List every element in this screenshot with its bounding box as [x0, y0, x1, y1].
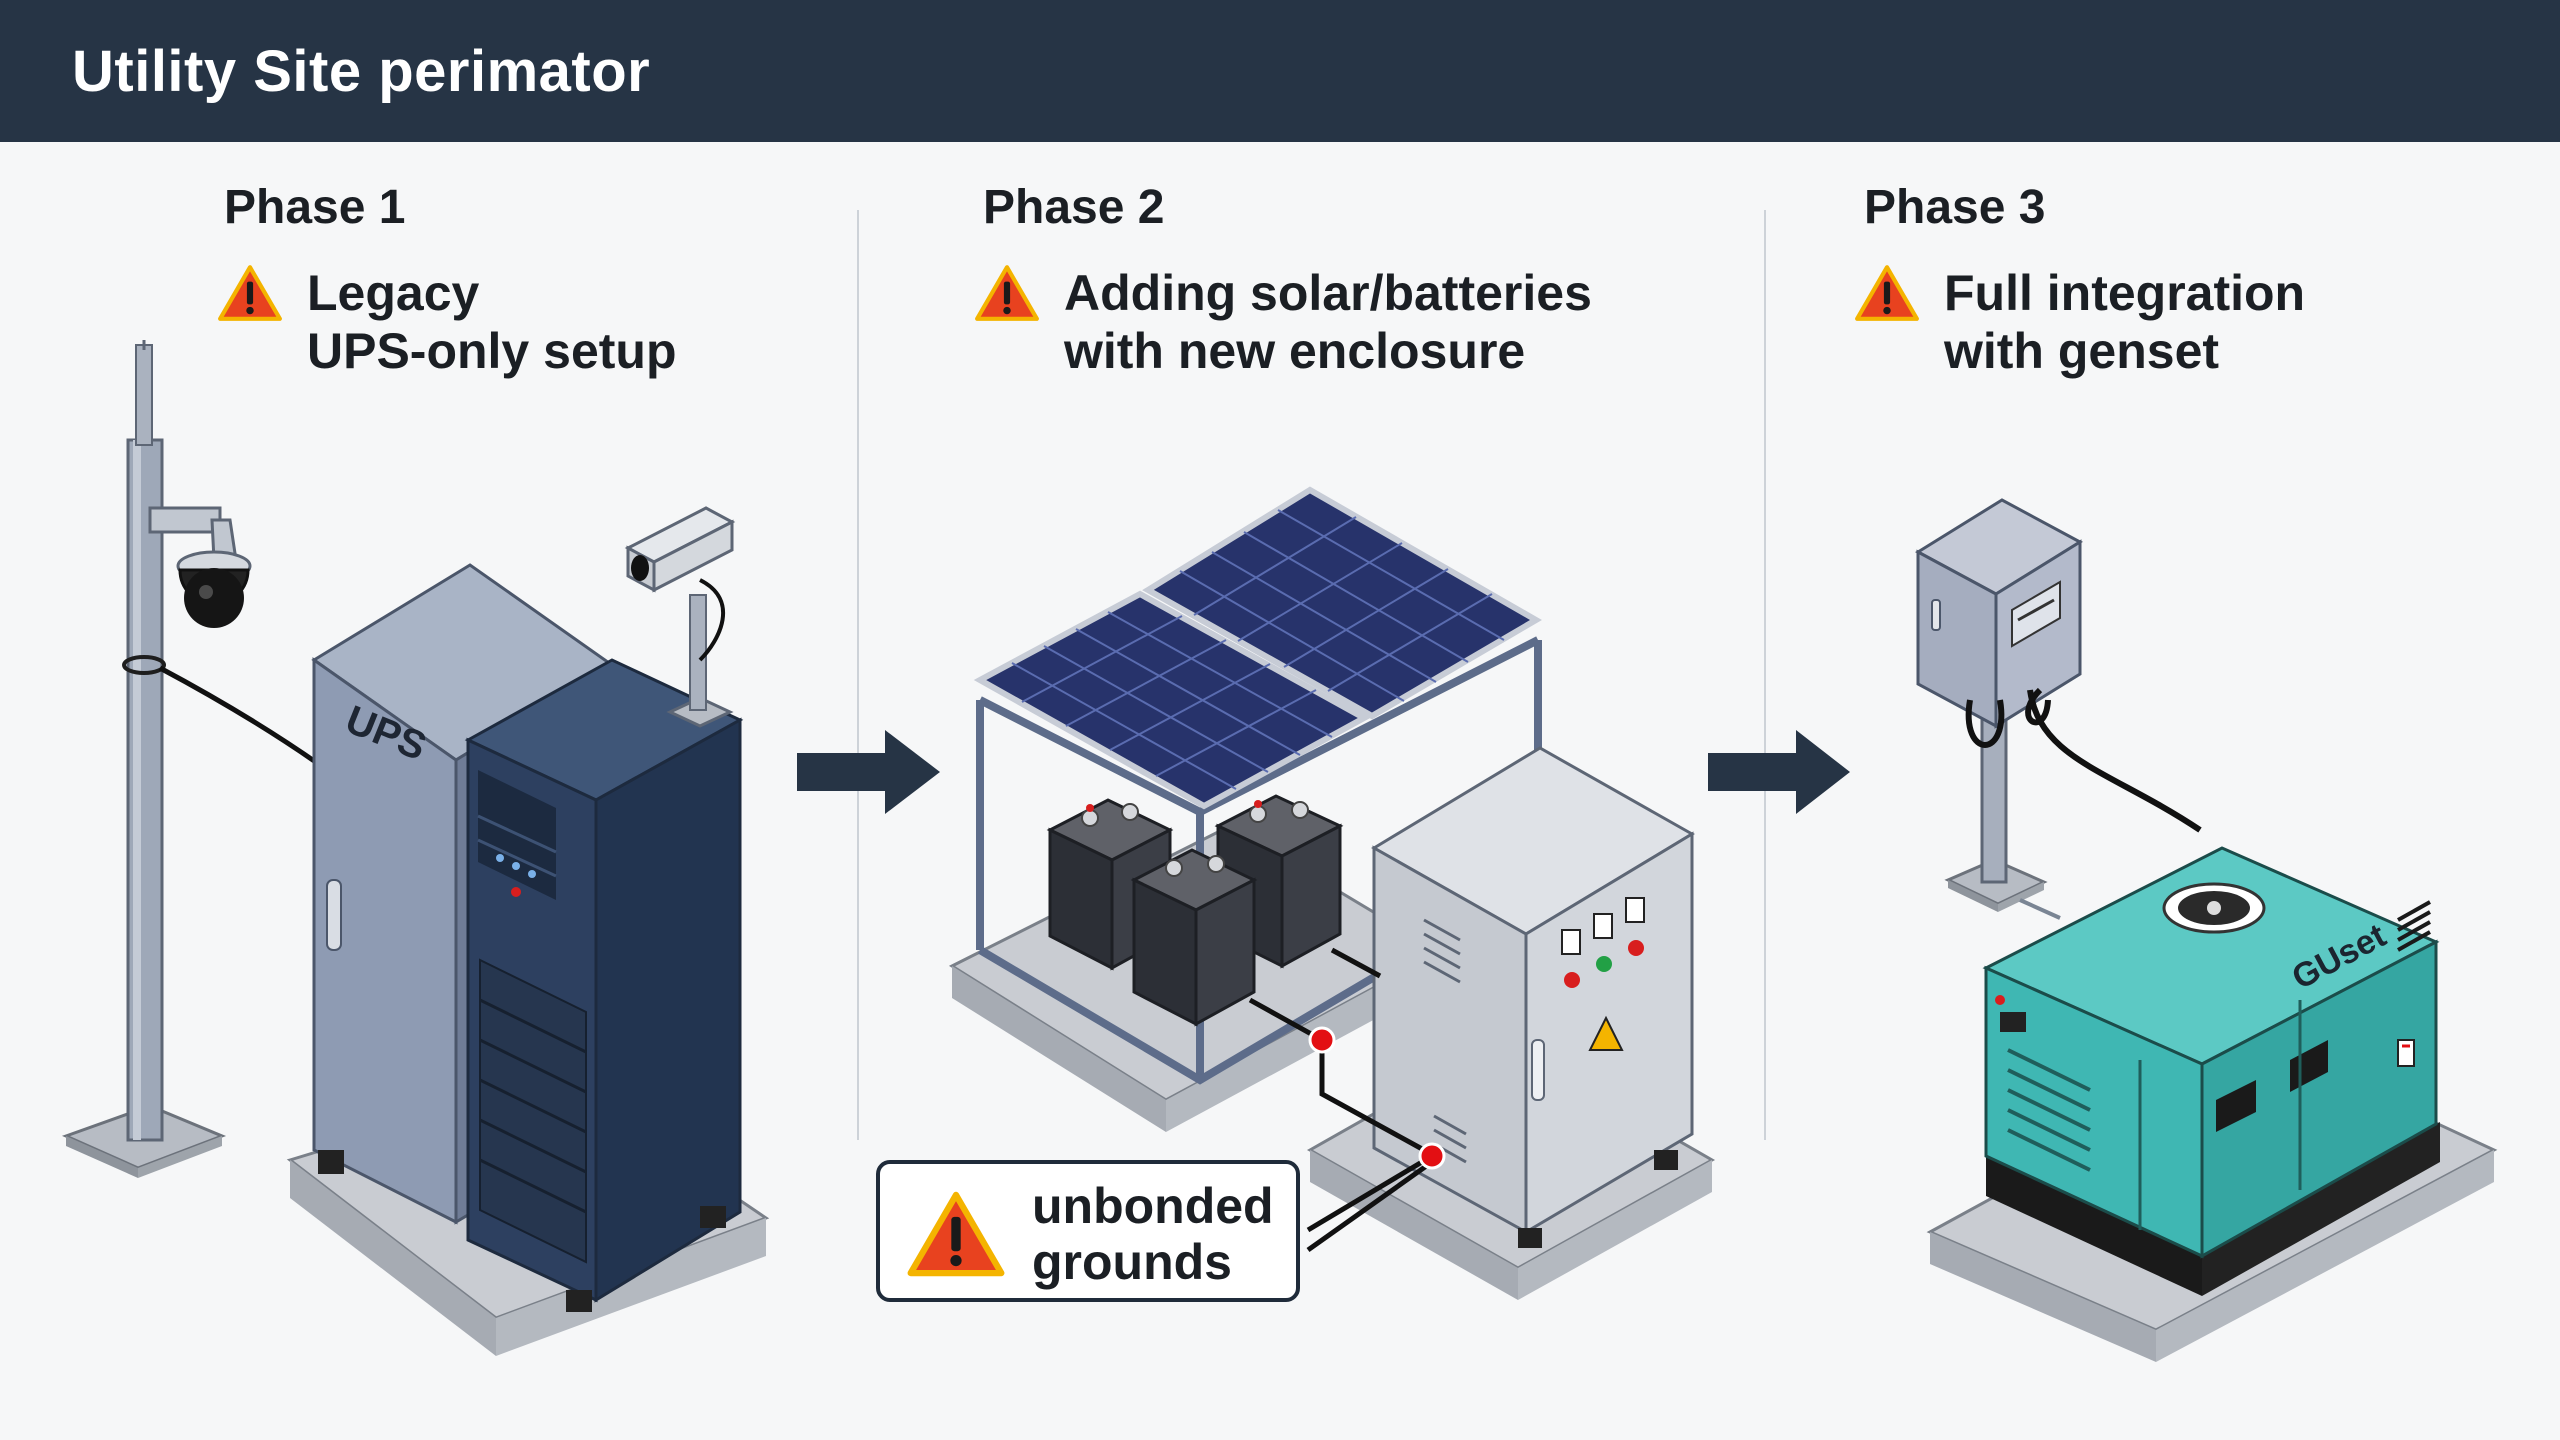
callout-line-1: unbonded [1032, 1178, 1274, 1234]
phase-2-description: Adding solar/batteries with new enclosur… [1064, 264, 1592, 380]
arrow-right-icon [797, 730, 940, 814]
generator-set: GUset [1982, 846, 2440, 1296]
new-electrical-enclosure [1371, 746, 1695, 1248]
camera-cable [158, 665, 322, 768]
fault-point-marker [1308, 1026, 1336, 1054]
phase-3-label: Phase 3 [1864, 181, 2046, 234]
callout-line-2: grounds [1032, 1234, 1232, 1290]
phase-1-illustration: UPS [61, 340, 770, 1356]
phase-1-label: Phase 1 [224, 181, 406, 234]
phase-1-desc-line-1: Legacy [307, 265, 480, 321]
phase-3-illustration: GUset [1915, 498, 2498, 1362]
genset-control-cables [1965, 687, 2202, 833]
phase-2-illustration [948, 486, 1716, 1300]
phase-2-desc-line-2: with new enclosure [1064, 323, 1526, 379]
phase-3-desc-line-2: with genset [1944, 323, 2220, 379]
dome-camera [148, 506, 252, 628]
arrow-right-icon [1708, 730, 1850, 814]
phase-3-description: Full integration with genset [1944, 264, 2305, 380]
genset-control-box [1915, 498, 2083, 729]
header-bar: Utility Site perimator [0, 0, 2560, 142]
ups-battery-cabinet [464, 658, 744, 1312]
phase-1-desc-line-2: UPS-only setup [307, 323, 677, 379]
phase-3-desc-line-1: Full integration [1944, 265, 2306, 321]
camera-pole [122, 340, 166, 1142]
fault-point-marker [1418, 1142, 1446, 1170]
unbonded-grounds-callout: unbonded grounds [876, 1160, 1300, 1302]
page-title: Utility Site perimator [72, 39, 651, 104]
battery-bank [1046, 794, 1344, 1027]
phase-divider [857, 210, 859, 1140]
phase-2-label: Phase 2 [983, 181, 1165, 234]
phase-divider [1764, 210, 1766, 1140]
warning-triangle-icon [906, 1190, 1006, 1278]
ground-wires [1248, 947, 1434, 1253]
solar-panel-array [973, 486, 1542, 810]
bullet-camera [624, 506, 736, 728]
phase-2-desc-line-1: Adding solar/batteries [1064, 265, 1592, 321]
phase-1-description: Legacy UPS-only setup [307, 264, 676, 380]
ground-strap [2019, 898, 2061, 920]
